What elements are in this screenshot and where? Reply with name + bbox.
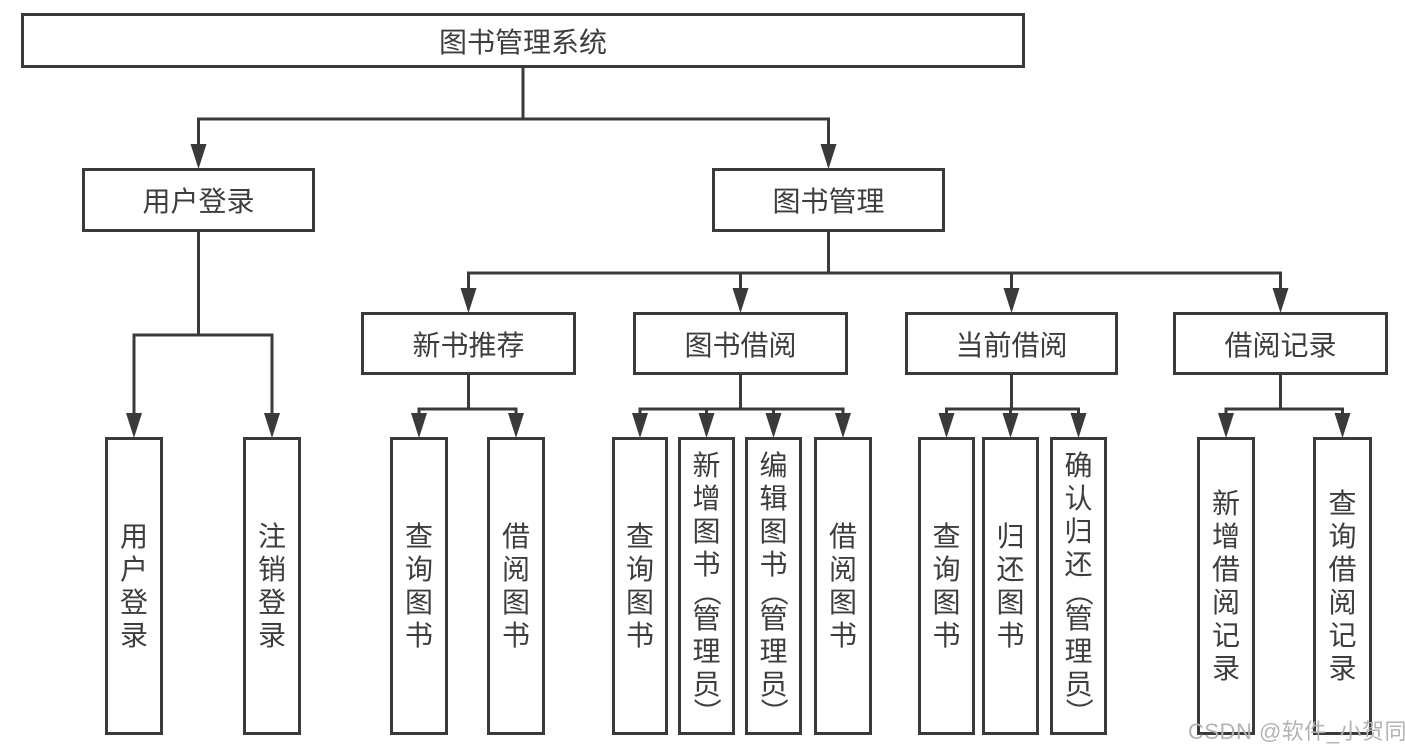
node-label: 新增图书（管理员） (691, 450, 723, 727)
leaf-borrow-books: 借阅图书 (814, 437, 872, 735)
node-label: 编辑图书（管理员） (758, 450, 790, 727)
node-current-borrowing: 当前借阅 (905, 312, 1118, 375)
node-label: 图书管理系统 (438, 26, 607, 58)
node-user-login: 用户登录 (82, 168, 315, 232)
leaf-query-borrow-record: 查询借阅记录 (1313, 437, 1372, 735)
node-label: 注销登录 (257, 520, 286, 651)
node-label: 当前借阅 (955, 329, 1068, 361)
node-label: 新书推荐 (412, 329, 525, 361)
node-label: 查询图书 (404, 520, 433, 651)
leaf-query-books-current: 查询图书 (918, 437, 975, 735)
leaf-return-books: 归还图书 (982, 437, 1039, 735)
node-label: 借阅记录 (1224, 329, 1337, 361)
leaf-add-borrow-record: 新增借阅记录 (1197, 437, 1255, 735)
node-label: 借阅图书 (501, 520, 530, 651)
node-label: 用户登录 (142, 186, 255, 217)
node-library-system: 图书管理系统 (21, 13, 1025, 68)
leaf-user-login: 用户登录 (105, 437, 163, 735)
node-label: 查询图书 (625, 520, 654, 651)
node-borrowing-records: 借阅记录 (1173, 312, 1388, 375)
node-label: 图书借阅 (684, 329, 797, 361)
node-new-book-recommend: 新书推荐 (361, 312, 576, 375)
node-book-management: 图书管理 (712, 168, 945, 232)
node-label: 查询借阅记录 (1328, 487, 1357, 684)
node-label: 确认归还（管理员） (1063, 450, 1095, 727)
node-label: 归还图书 (996, 520, 1025, 651)
node-label: 图书管理 (772, 186, 885, 217)
node-book-borrowing: 图书借阅 (633, 312, 848, 375)
node-label: 新增借阅记录 (1211, 487, 1240, 684)
csdn-watermark: CSDN @软件_小贺同学 (1188, 719, 1405, 744)
leaf-borrow-books-recommend: 借阅图书 (487, 437, 545, 735)
leaf-edit-books-admin: 编辑图书（管理员） (745, 437, 802, 735)
leaf-query-books-recommend: 查询图书 (390, 437, 448, 735)
node-label: 借阅图书 (828, 520, 857, 651)
leaf-confirm-return-admin: 确认归还（管理员） (1050, 437, 1107, 735)
node-label: 查询图书 (932, 520, 961, 651)
leaf-logout: 注销登录 (243, 437, 301, 735)
leaf-query-books-borrowing: 查询图书 (612, 437, 668, 735)
node-label: 用户登录 (119, 520, 148, 651)
leaf-add-books-admin: 新增图书（管理员） (678, 437, 735, 735)
